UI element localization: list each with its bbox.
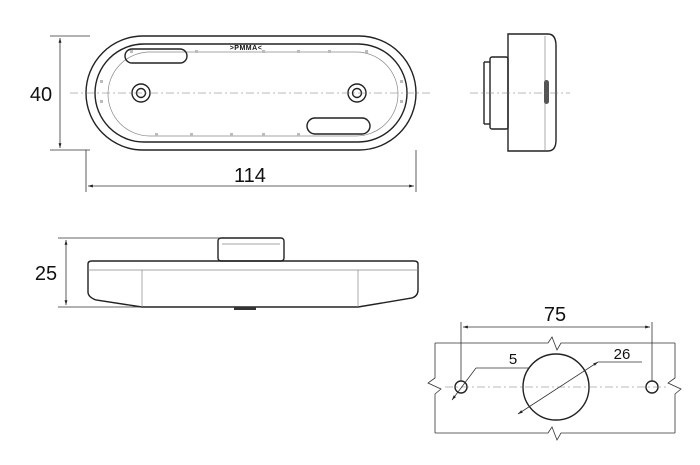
mounting-cutout-view: 75 5 26: [427, 304, 682, 441]
side-clip: [544, 80, 549, 104]
panel-top-edge: [435, 336, 675, 351]
profile-body: [87, 260, 419, 308]
dim-5-label: 5: [509, 351, 517, 368]
front-view: >PMMA< 40 114: [30, 35, 430, 192]
panel-bottom-edge: [435, 426, 675, 441]
profile-view: 25: [35, 237, 419, 310]
dim-114-label: 114: [234, 165, 266, 187]
side-view: [470, 33, 570, 152]
dim-26-label: 26: [614, 346, 631, 363]
material-marking: >PMMA<: [230, 45, 263, 52]
side-body: [507, 33, 557, 152]
dim-75-label: 75: [544, 304, 566, 326]
reflector-field: [107, 51, 399, 137]
profile-socket: [217, 237, 285, 262]
panel-left-edge: [427, 343, 442, 433]
dim-26-leader: [517, 361, 599, 415]
panel-right-edge: [667, 343, 682, 433]
reflector-pattern: [100, 50, 403, 136]
profile-bottom-tab: [234, 307, 256, 310]
bottom-slot: [306, 117, 371, 135]
dim-25-label: 25: [35, 263, 57, 285]
dim-5-leader: [451, 367, 477, 401]
dim-40-label: 40: [30, 84, 52, 106]
top-slot: [124, 48, 188, 64]
